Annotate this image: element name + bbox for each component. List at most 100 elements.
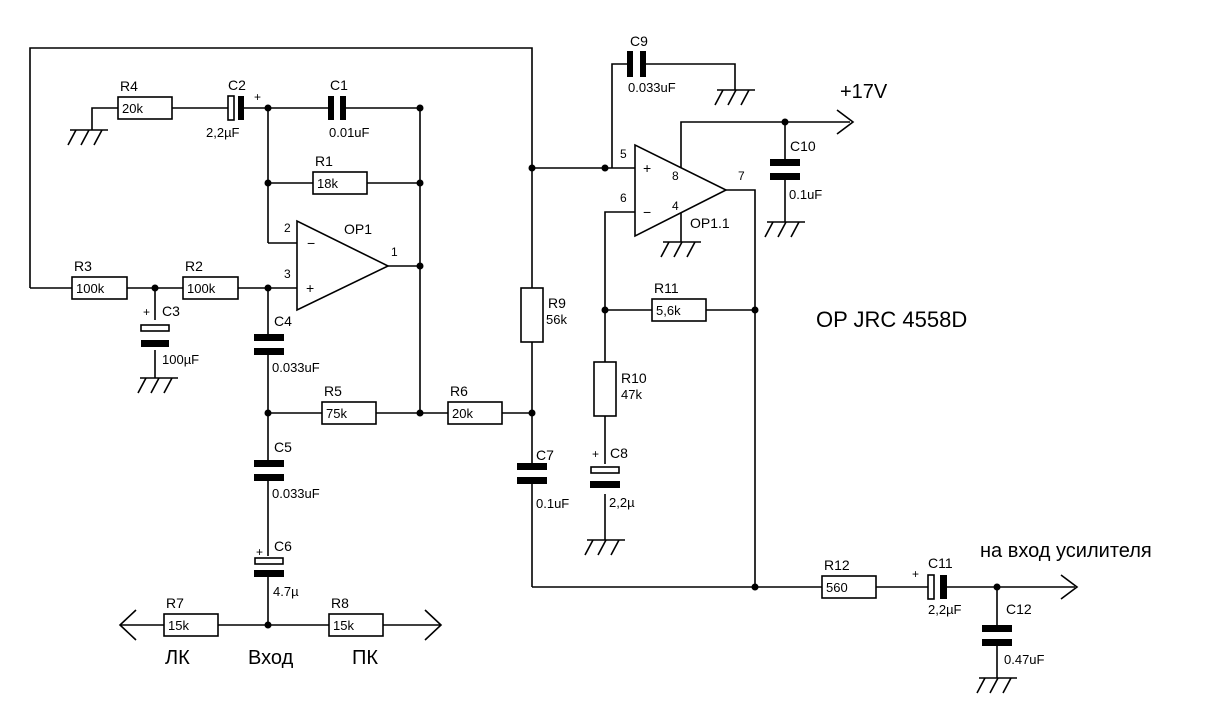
svg-text:R7: R7: [166, 595, 184, 611]
svg-text:R6: R6: [450, 383, 468, 399]
svg-text:−: −: [307, 235, 315, 251]
resistor-r3: R3 100k: [71, 258, 128, 300]
svg-text:R4: R4: [120, 78, 138, 94]
ground-symbol-c12: [976, 677, 1017, 694]
svg-text:7: 7: [738, 169, 745, 183]
resistor-r9: R9 56k: [520, 287, 567, 343]
capacitor-c7: C7 0.1uF: [517, 447, 569, 511]
svg-text:5: 5: [620, 147, 627, 161]
svg-text:75k: 75k: [326, 406, 347, 421]
svg-text:C1: C1: [330, 77, 348, 93]
svg-text:0.033uF: 0.033uF: [272, 360, 320, 375]
svg-text:C2: C2: [228, 77, 246, 93]
svg-text:+: +: [306, 280, 314, 296]
svg-text:0.033uF: 0.033uF: [272, 486, 320, 501]
ic-type-label: OP JRC 4558D: [816, 307, 967, 332]
capacitor-c10: C10 0.1uF: [770, 138, 822, 202]
svg-text:100k: 100k: [76, 281, 105, 296]
svg-text:0.01uF: 0.01uF: [329, 125, 370, 140]
svg-text:18k: 18k: [317, 176, 338, 191]
svg-text:R5: R5: [324, 383, 342, 399]
svg-text:0.1uF: 0.1uF: [536, 496, 569, 511]
svg-text:+: +: [143, 305, 150, 319]
svg-text:5,6k: 5,6k: [656, 303, 681, 318]
svg-text:R9: R9: [548, 295, 566, 311]
svg-text:47k: 47k: [621, 387, 642, 402]
svg-text:OP1.1: OP1.1: [690, 215, 730, 231]
svg-text:OP1: OP1: [344, 221, 372, 237]
svg-text:2: 2: [284, 221, 291, 235]
resistor-r5: R5 75k: [321, 383, 377, 425]
resistor-r7: R7 15k: [163, 595, 219, 637]
ground-symbol-c9: [714, 89, 755, 106]
svg-text:C6: C6: [274, 538, 292, 554]
resistor-r4: R4 20k: [117, 78, 173, 120]
svg-text:20k: 20k: [452, 406, 473, 421]
svg-text:6: 6: [620, 191, 627, 205]
ground-symbol-op1-1: [660, 241, 701, 258]
svg-text:20k: 20k: [122, 101, 143, 116]
svg-text:0.033uF: 0.033uF: [628, 80, 676, 95]
svg-text:R3: R3: [74, 258, 92, 274]
ground-symbol-c10: [764, 221, 805, 238]
resistor-r8: R8 15k: [328, 595, 384, 637]
svg-text:−: −: [643, 204, 651, 220]
svg-text:+: +: [254, 90, 261, 104]
svg-text:4.7µ: 4.7µ: [273, 584, 299, 599]
svg-text:C8: C8: [610, 445, 628, 461]
svg-text:560: 560: [826, 580, 848, 595]
resistor-r10: R10 47k: [593, 361, 647, 417]
opamp-op1-1: + − 5 6 7 8 4 OP1.1: [620, 143, 745, 238]
capacitor-c9: C9 0.033uF: [627, 33, 676, 95]
input-label: Вход: [248, 647, 294, 669]
resistor-r2: R2 100k: [182, 258, 239, 300]
svg-text:R11: R11: [654, 280, 679, 296]
capacitor-c8: C8 + 2,2µ: [590, 445, 635, 510]
left-channel-label: ЛК: [165, 647, 190, 669]
capacitor-c1: C1 0.01uF: [328, 77, 370, 140]
svg-text:C10: C10: [790, 138, 816, 154]
svg-text:4: 4: [672, 199, 679, 213]
output-label: на вход усилителя: [980, 540, 1152, 562]
capacitor-c2: C2 + 2,2µF: [206, 77, 261, 140]
svg-text:3: 3: [284, 267, 291, 281]
svg-text:100µF: 100µF: [162, 352, 199, 367]
capacitor-c3: C3 + 100µF: [140, 303, 199, 367]
capacitor-c12: C12 0.47uF: [982, 601, 1045, 667]
right-channel-label: ПК: [352, 647, 378, 669]
svg-text:1: 1: [391, 245, 398, 259]
junction-dots: [151, 104, 1001, 629]
capacitor-c6: C6 + 4.7µ: [254, 538, 299, 599]
svg-text:0.1uF: 0.1uF: [789, 187, 822, 202]
capacitor-c4: C4 0.033uF: [254, 313, 320, 375]
svg-text:R8: R8: [331, 595, 349, 611]
svg-text:C11: C11: [928, 555, 953, 571]
svg-text:+: +: [643, 160, 651, 176]
resistor-r6: R6 20k: [447, 383, 503, 425]
ground-symbol-c8: [584, 539, 625, 556]
svg-text:2,2µ: 2,2µ: [609, 495, 635, 510]
svg-text:15k: 15k: [168, 618, 189, 633]
svg-text:C5: C5: [274, 439, 292, 455]
svg-text:2,2µF: 2,2µF: [928, 602, 962, 617]
svg-text:C4: C4: [274, 313, 292, 329]
svg-text:C9: C9: [630, 33, 648, 49]
ground-symbol-c3: [137, 377, 178, 394]
svg-text:R10: R10: [621, 370, 647, 386]
svg-text:0.47uF: 0.47uF: [1004, 652, 1045, 667]
ground-symbol-r4: [67, 129, 108, 146]
svg-text:R1: R1: [315, 153, 333, 169]
svg-text:56k: 56k: [546, 312, 567, 327]
svg-text:15k: 15k: [333, 618, 354, 633]
resistor-r11: R11 5,6k: [651, 280, 707, 322]
opamp-op1: − + 2 3 1 OP1: [284, 219, 398, 312]
svg-text:8: 8: [672, 169, 679, 183]
ground-symbols: [67, 89, 1017, 694]
svg-text:C7: C7: [536, 447, 554, 463]
resistor-r12: R12 560: [821, 557, 877, 599]
svg-text:2,2µF: 2,2µF: [206, 125, 240, 140]
wires: [29, 47, 1079, 678]
svg-text:+: +: [912, 567, 919, 581]
svg-text:C12: C12: [1006, 601, 1032, 617]
